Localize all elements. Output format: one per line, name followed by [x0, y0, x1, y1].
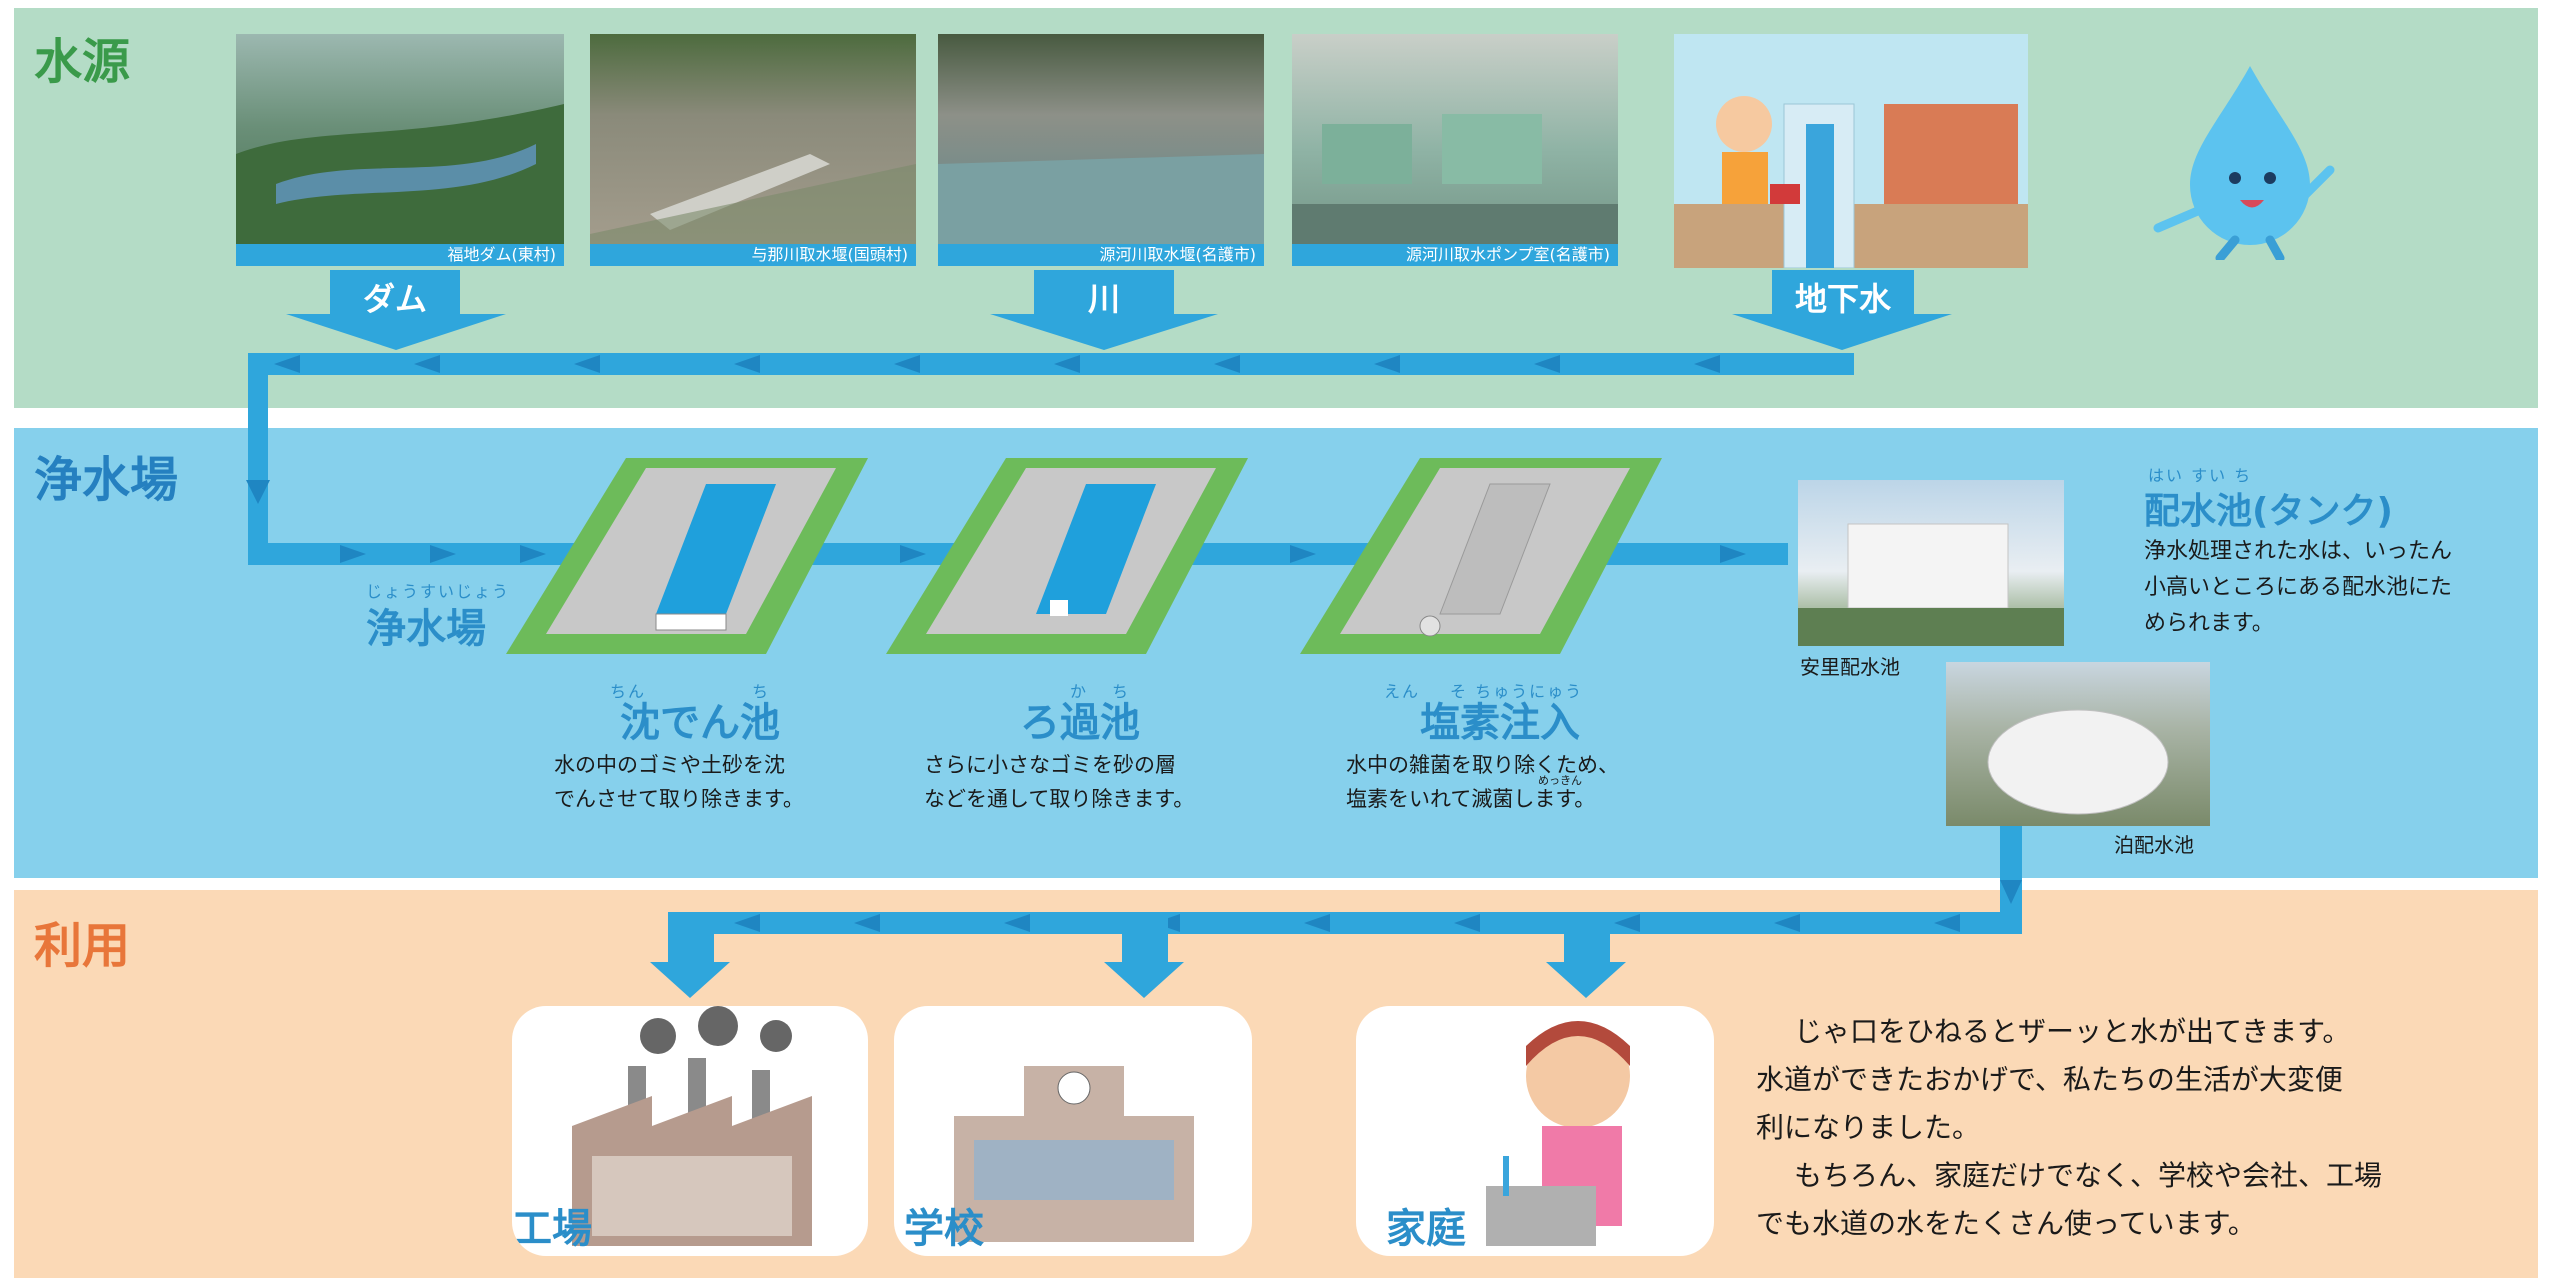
tomari-reservoir-photo: [1946, 662, 2210, 826]
genka-river-intake-photo: 源河川取水堰(名護市): [938, 34, 1264, 266]
groundwater-label: 地下水: [1794, 280, 1891, 318]
yona-river-intake-photo: 与那川取水堰(国頭村): [590, 34, 916, 266]
school-icon: [954, 1066, 1194, 1242]
sedimentation-desc-line2: でんさせて取り除きます。: [554, 787, 804, 811]
distribution-pipe: [668, 912, 2022, 934]
fukuji-dam-photo: 福地ダム(東村): [236, 34, 564, 266]
chlorination-desc-line2: 塩素をいれて滅菌します。: [1346, 787, 1596, 811]
genka-pump-room-photo: 源河川取水ポンプ室(名護市): [1292, 34, 1618, 266]
tomari-reservoir-label: 泊配水池: [2114, 833, 2194, 857]
usage-text-line2: 水道ができたおかげで、私たちの生活が大変便: [1756, 1063, 2343, 1096]
factory-label: 工場: [512, 1206, 592, 1252]
source-pipe-arrows: [274, 355, 1720, 373]
chlorination-desc-line1: 水中の雑菌を取り除くため、: [1346, 753, 1619, 777]
home-label: 家庭: [1386, 1206, 1466, 1252]
asato-reservoir-photo: [1798, 480, 2064, 646]
plant-label: 浄水場: [366, 606, 486, 652]
source-section-title: 水源: [34, 34, 131, 90]
reservoir-desc-line2: 小高いところにある配水池にた: [2144, 575, 2453, 600]
school-label: 学校: [904, 1206, 984, 1252]
reservoir-title: 配水池(タンク): [2144, 491, 2393, 532]
photo-caption: 福地ダム(東村): [236, 244, 564, 266]
river-label: 川: [1087, 280, 1120, 318]
step-ruby: ち: [752, 682, 771, 701]
usage-text-line4: もちろん、家庭だけでなく、学校や会社、工場: [1794, 1159, 2383, 1192]
chlorination-illustration: [1300, 454, 1662, 656]
dam-label: ダム: [362, 280, 427, 318]
groundwater-well-illustration: [1674, 34, 2028, 269]
sedimentation-title: 沈でん池: [620, 700, 780, 746]
filtration-title: ろ過池: [1020, 700, 1140, 746]
plant-label-ruby: じょうすいじょう: [366, 582, 511, 601]
asato-reservoir-label: 安里配水池: [1800, 655, 1900, 679]
filtration-desc-line2: などを通して取り除きます。: [924, 787, 1195, 811]
chlorination-title: 塩素注入: [1420, 700, 1580, 746]
reservoir-ruby: はい すい ち: [2148, 466, 2253, 485]
step-ruby: えん: [1384, 682, 1421, 701]
girl-washing-hands-icon: [1486, 1021, 1630, 1246]
chlorination-desc-ruby: めっきん: [1538, 774, 1582, 787]
plant-section-title: 浄水場: [34, 452, 179, 508]
factory-card: 工場: [512, 1006, 868, 1256]
sedimentation-desc-line1: 水の中のゴミや土砂を沈: [554, 753, 785, 777]
step-ruby: ち: [1112, 682, 1131, 701]
reservoir-desc-line3: められます。: [2144, 611, 2274, 636]
step-ruby: そ ちゅうにゅう: [1450, 682, 1584, 701]
factory-icon: [572, 1006, 812, 1246]
school-card: 学校: [894, 1006, 1252, 1256]
filtration-basin-illustration: [886, 454, 1248, 656]
photo-caption: 源河川取水ポンプ室(名護市): [1292, 244, 1618, 266]
reservoir-desc-line1: 浄水処理された水は、いったん: [2144, 539, 2453, 564]
step-ruby: ちん: [610, 682, 647, 701]
water-use-section: [14, 890, 2538, 1278]
usage-text-line1: じゃ口をひねるとザーッと水が出てきます。: [1794, 1015, 2351, 1048]
source-pipe: [248, 353, 1854, 375]
photo-caption: 与那川取水堰(国頭村): [590, 244, 916, 266]
home-card: 家庭: [1356, 1006, 1714, 1256]
step-ruby: か: [1070, 682, 1089, 701]
photo-caption: 源河川取水堰(名護市): [938, 244, 1264, 266]
water-drop-mascot: [2140, 60, 2340, 263]
usage-text-line5: でも水道の水をたくさん使っています。: [1756, 1207, 2256, 1240]
sedimentation-basin-illustration: [506, 454, 868, 656]
usage-text-line3: 利になりました。: [1756, 1111, 1981, 1144]
filtration-desc-line1: さらに小さなゴミを砂の層: [924, 753, 1176, 777]
use-section-title: 利用: [34, 918, 131, 974]
